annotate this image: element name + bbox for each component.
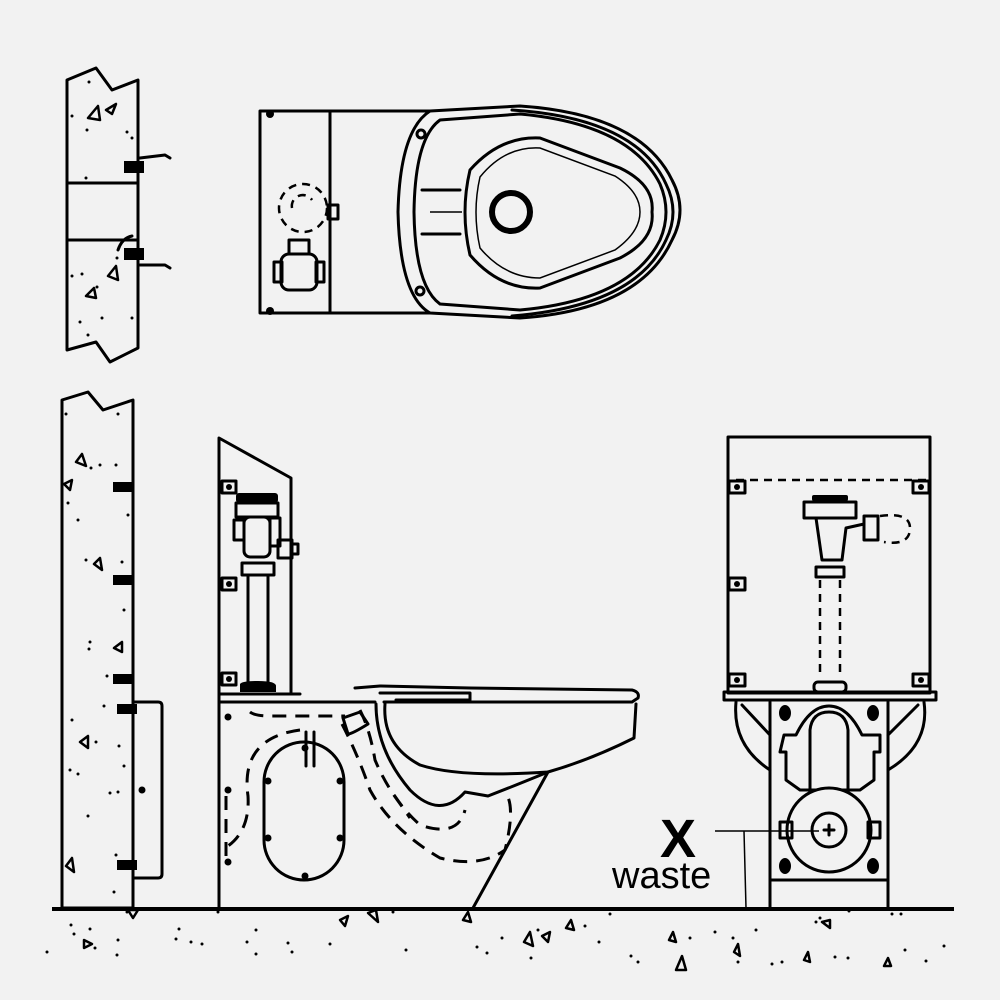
waste-label: waste [612, 855, 712, 897]
floor-line [45, 907, 954, 972]
toilet-side-view [217, 436, 640, 910]
dimension-x-label: X [660, 809, 697, 869]
wall-section-elevation [60, 390, 164, 910]
toilet-front-view [715, 435, 938, 910]
toilet-plan-view [258, 104, 682, 320]
wall-section-plan [65, 66, 172, 364]
